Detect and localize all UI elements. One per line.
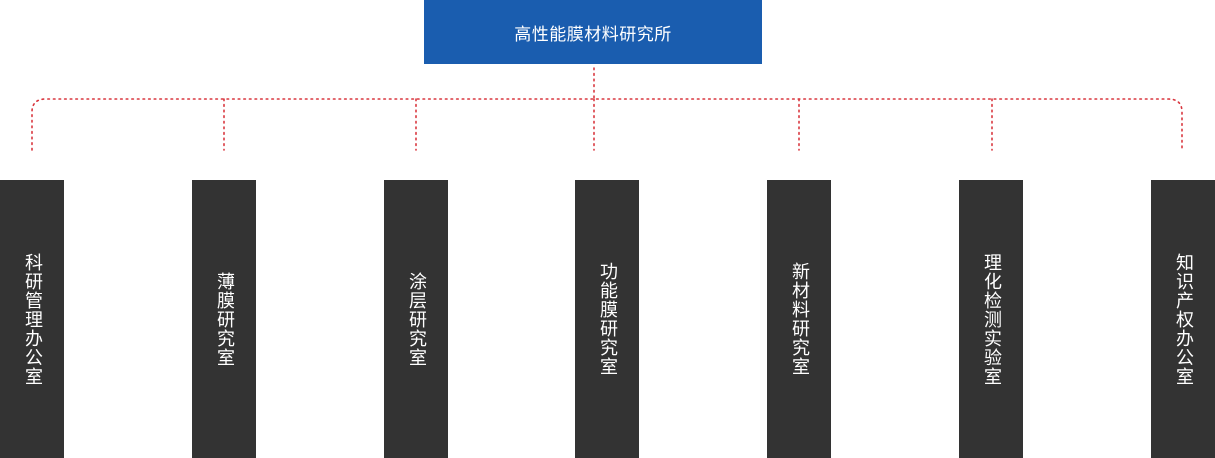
department-box: 功能膜研究室 <box>575 180 639 458</box>
department-label: 理化检测实验室 <box>981 252 1002 386</box>
department-label: 薄膜研究室 <box>214 271 235 367</box>
department-label: 功能膜研究室 <box>597 262 618 376</box>
root-node-institute: 高性能膜材料研究所 <box>424 0 762 64</box>
department-label: 涂层研究室 <box>406 271 427 367</box>
department-label: 知识产权办公室 <box>1173 252 1194 386</box>
department-label: 新材料研究室 <box>789 262 810 376</box>
department-box: 知识产权办公室 <box>1151 180 1215 458</box>
department-box: 涂层研究室 <box>384 180 448 458</box>
department-box: 薄膜研究室 <box>192 180 256 458</box>
department-box: 科研管理办公室 <box>0 180 64 458</box>
department-box: 新材料研究室 <box>767 180 831 458</box>
department-label: 科研管理办公室 <box>22 252 43 386</box>
root-node-label: 高性能膜材料研究所 <box>514 24 672 45</box>
department-box: 理化检测实验室 <box>959 180 1023 458</box>
